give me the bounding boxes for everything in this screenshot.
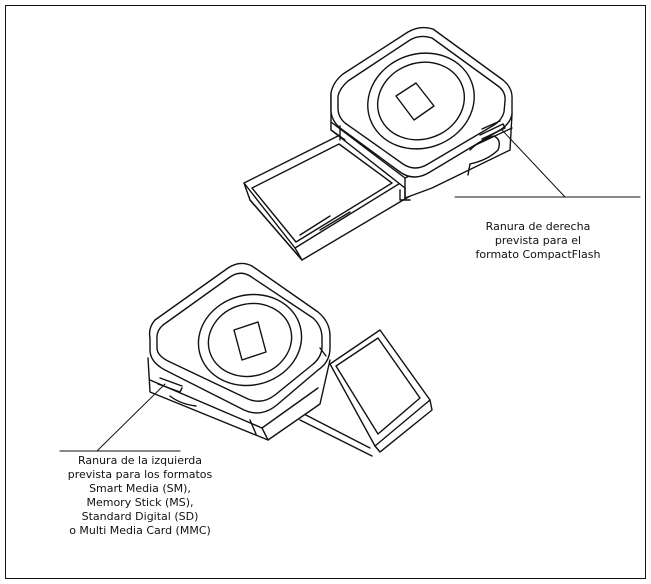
right-slot-line-2: prevista para el: [494, 234, 582, 247]
right-slot-line-3: formato CompactFlash: [475, 248, 601, 261]
right-slot-leader: [501, 129, 641, 198]
left-slot-line-2: prevista para los formatos: [67, 468, 213, 481]
left-slot-line-6: o Multi Media Card (MMC): [69, 524, 211, 537]
right-slot-line-1: Ranura de derecha: [485, 220, 591, 233]
printer-left-view: [147, 262, 433, 457]
figure-frame: [5, 5, 646, 579]
left-slot-line-1: Ranura de la izquierda: [77, 454, 203, 467]
printer-top-view: [243, 26, 513, 261]
left-slot-line-4: Memory Stick (MS),: [86, 496, 194, 509]
right-slot-label: Ranura de derecha prevista para el forma…: [463, 220, 613, 262]
left-slot-line-3: Smart Media (SM),: [89, 482, 191, 495]
left-slot-label: Ranura de la izquierda prevista para los…: [50, 454, 230, 538]
left-slot-line-5: Standard Digital (SD): [81, 510, 199, 523]
